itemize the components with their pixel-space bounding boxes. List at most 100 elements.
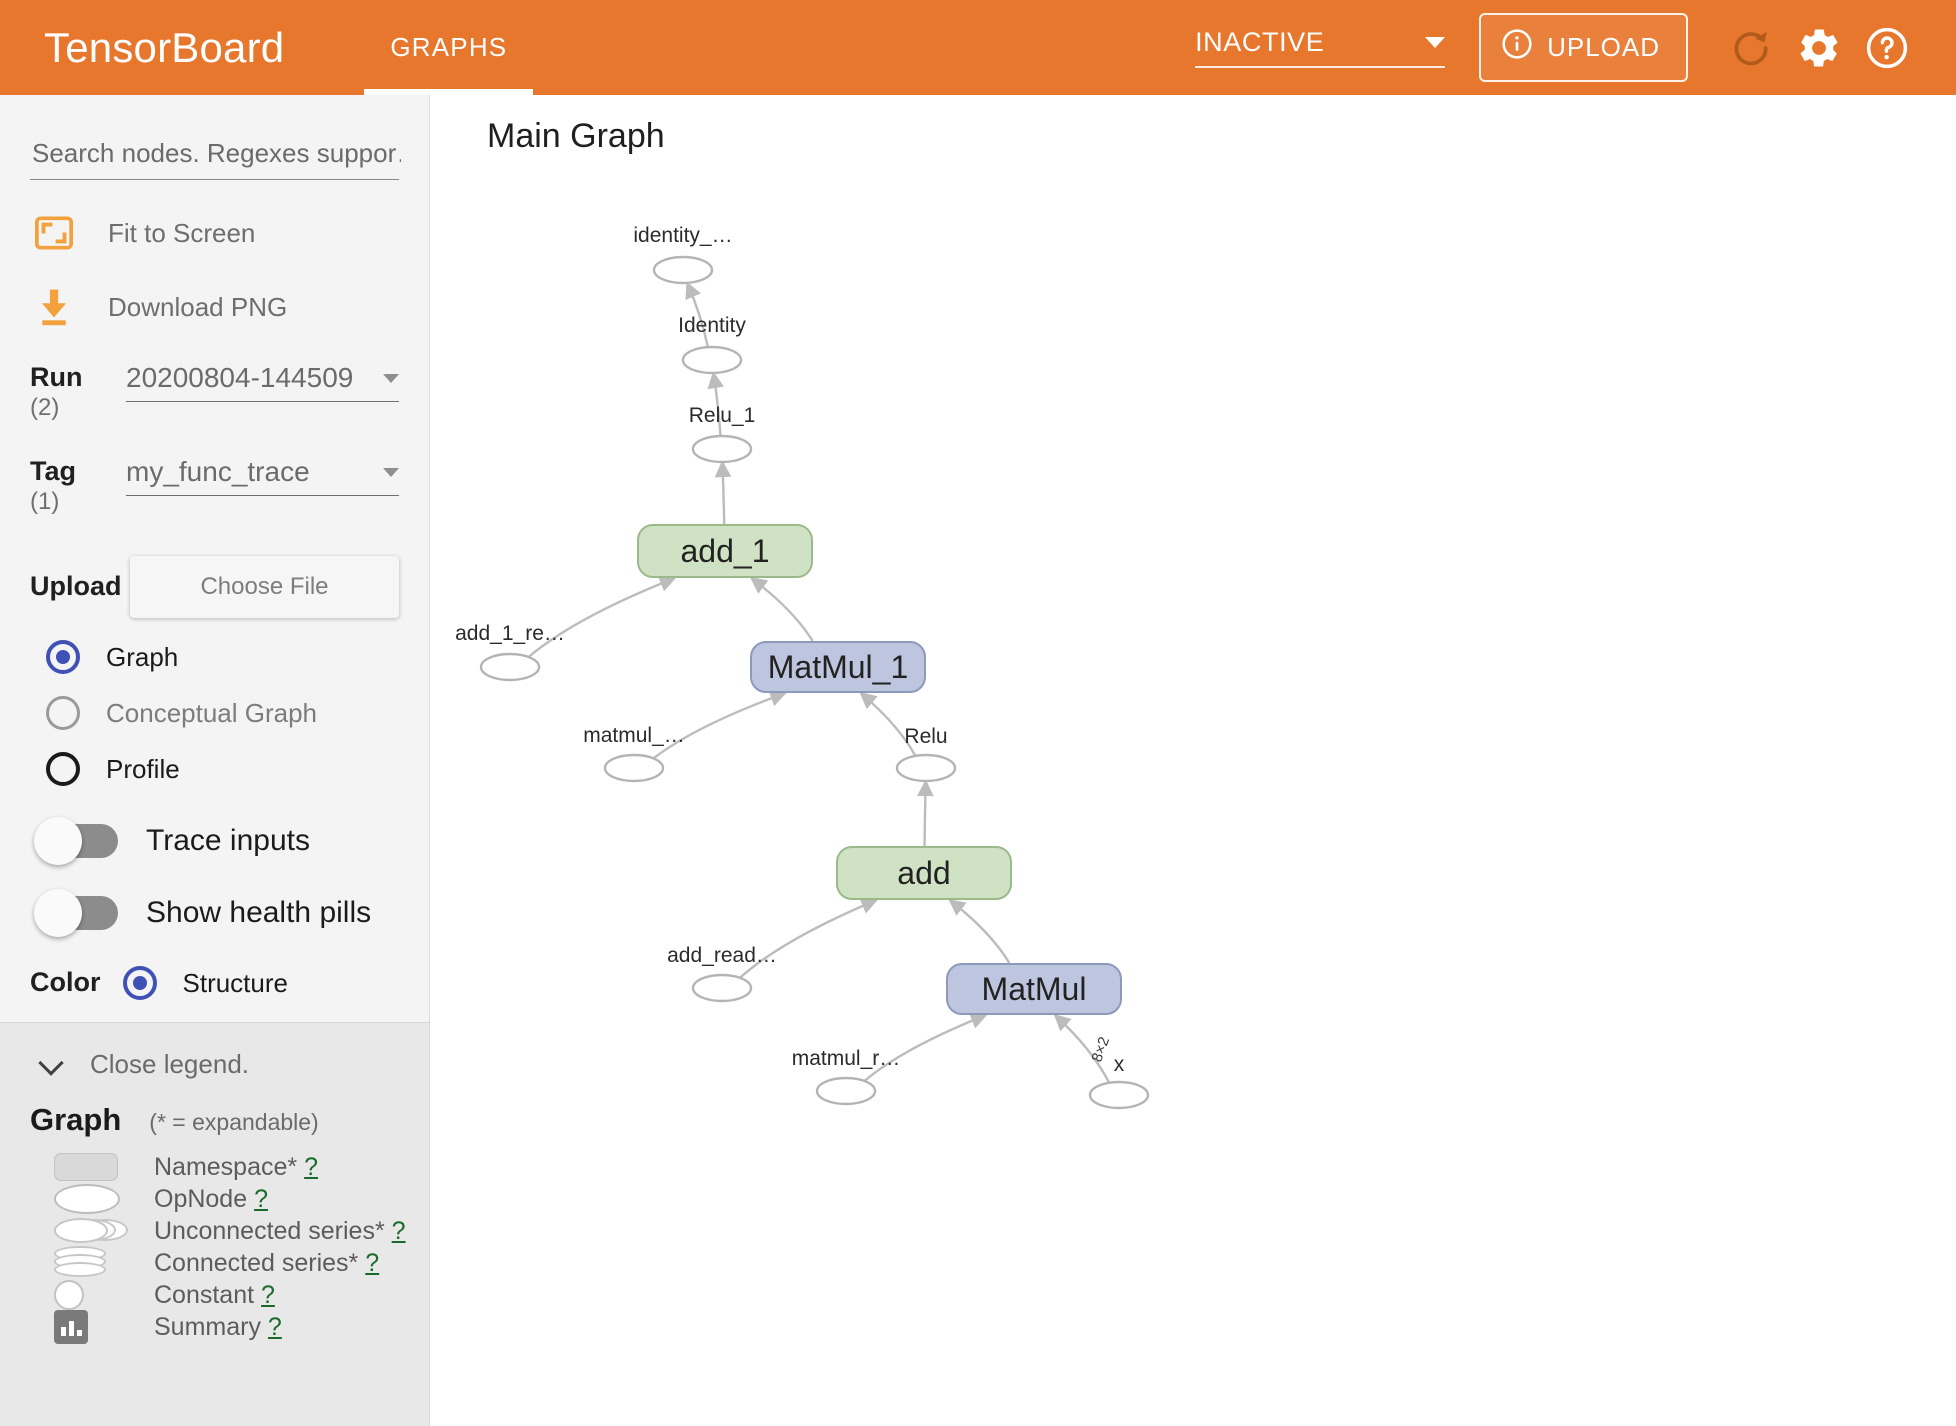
graph-node-label-Relu_1: Relu_1 bbox=[688, 404, 756, 427]
radio-graph[interactable] bbox=[46, 640, 80, 675]
legend-label-summary: Summary ? bbox=[154, 1313, 282, 1342]
app-header: TensorBoard GRAPHS INACTIVE UPLOAD bbox=[0, 0, 1956, 95]
download-png-label: Download PNG bbox=[108, 291, 288, 322]
graph-node-add_read[interactable] bbox=[691, 973, 753, 1003]
toggle-knob bbox=[34, 817, 82, 866]
help-link-opnode[interactable]: ? bbox=[254, 1184, 268, 1213]
color-structure-label: Structure bbox=[182, 967, 289, 998]
tag-value: my_func_trace bbox=[126, 456, 310, 488]
graph-node-label-identity_out: identity_… bbox=[633, 224, 733, 247]
run-status-dropdown[interactable]: INACTIVE bbox=[1195, 27, 1446, 68]
help-link-namespace[interactable]: ? bbox=[304, 1152, 318, 1181]
graph-edge-add_1-to-Relu_1 bbox=[714, 460, 732, 525]
source-option-conceptual-graph[interactable]: Conceptual Graph bbox=[30, 696, 399, 731]
source-option-conceptual-graph-label: Conceptual Graph bbox=[106, 697, 318, 728]
show-health-pills-toggle[interactable]: Show health pills bbox=[30, 889, 399, 938]
graph-node-add_1[interactable]: add_1 bbox=[637, 524, 813, 578]
search-input[interactable] bbox=[30, 137, 403, 170]
chevron-down-icon bbox=[383, 373, 399, 383]
graph-node-Relu_1[interactable] bbox=[691, 434, 753, 464]
graph-node-x[interactable] bbox=[1088, 1080, 1150, 1110]
help-icon bbox=[1864, 25, 1910, 71]
legend-title: Graph bbox=[30, 1102, 122, 1138]
graph-edge-Identity-to-identity_out bbox=[685, 281, 710, 348]
source-option-profile[interactable]: Profile bbox=[30, 752, 399, 787]
help-link-summary[interactable]: ? bbox=[267, 1312, 282, 1341]
graph-node-label: add bbox=[897, 854, 951, 891]
tag-count: (1) bbox=[30, 488, 60, 516]
run-value: 20200804-144509 bbox=[126, 362, 354, 393]
tag-label-text: Tag bbox=[30, 456, 76, 487]
upload-row: Upload Choose File bbox=[30, 556, 399, 619]
graph-edges bbox=[479, 255, 1150, 1110]
source-option-graph[interactable]: Graph bbox=[30, 640, 399, 675]
radio-conceptual-graph[interactable] bbox=[46, 696, 80, 731]
radio-profile[interactable] bbox=[46, 752, 80, 787]
toggle-switch-health-pills[interactable] bbox=[34, 889, 118, 938]
help-link-unconnected-series[interactable]: ? bbox=[391, 1216, 406, 1245]
choose-file-button[interactable]: Choose File bbox=[130, 556, 399, 619]
graph-node-label-matmul_r: matmul_r… bbox=[791, 1047, 901, 1070]
tab-graphs[interactable]: GRAPHS bbox=[364, 0, 534, 95]
graph-node-label-matmul_read: matmul_… bbox=[583, 724, 685, 747]
run-dropdown[interactable]: 20200804-144509 bbox=[126, 362, 399, 402]
summary-swatch-icon bbox=[30, 1310, 130, 1345]
legend-item-opnode: OpNode ? bbox=[30, 1184, 399, 1215]
graph-edge-Relu_1-to-Identity bbox=[707, 371, 725, 437]
chevron-down-icon bbox=[383, 467, 399, 477]
show-health-pills-label: Show health pills bbox=[146, 896, 372, 930]
namespace-swatch-icon bbox=[30, 1153, 130, 1182]
trace-inputs-label: Trace inputs bbox=[146, 824, 310, 858]
upload-button[interactable]: UPLOAD bbox=[1479, 13, 1688, 82]
run-label-text: Run bbox=[30, 362, 83, 392]
sidebar-controls: Fit to Screen Download PNG Run (2) 20200… bbox=[0, 137, 429, 1022]
fit-to-screen-button[interactable]: Fit to Screen bbox=[30, 212, 399, 254]
legend-text-connected-series: Connected series* bbox=[154, 1248, 359, 1277]
sidebar-divider bbox=[0, 1022, 429, 1024]
toggle-switch-trace-inputs[interactable] bbox=[34, 817, 118, 866]
graph-node-Relu[interactable] bbox=[895, 753, 957, 783]
search-field[interactable] bbox=[30, 137, 403, 180]
legend-text-namespace: Namespace* bbox=[154, 1152, 298, 1181]
graph-node-identity_out[interactable] bbox=[652, 255, 714, 285]
toggle-knob bbox=[34, 889, 82, 938]
help-link-connected-series[interactable]: ? bbox=[365, 1248, 380, 1277]
help-button[interactable] bbox=[1856, 17, 1918, 79]
help-link-constant[interactable]: ? bbox=[261, 1280, 275, 1309]
graph-node-MatMul_1[interactable]: MatMul_1 bbox=[750, 641, 926, 693]
tag-selector-row: Tag (1) my_func_trace bbox=[30, 456, 399, 516]
settings-button[interactable] bbox=[1788, 17, 1850, 79]
graph-node-Identity[interactable] bbox=[681, 345, 743, 375]
reload-icon bbox=[1729, 26, 1773, 70]
graph-node-matmul_read[interactable] bbox=[603, 753, 665, 783]
color-label: Color bbox=[30, 967, 101, 998]
trace-inputs-toggle[interactable]: Trace inputs bbox=[30, 817, 399, 866]
graph-edge-x-to-MatMul bbox=[1053, 1013, 1111, 1084]
chevron-down-icon bbox=[1425, 37, 1446, 48]
graph-edge-add_1_read-to-add_1 bbox=[527, 575, 677, 658]
run-selector-row: Run (2) 20200804-144509 bbox=[30, 362, 399, 422]
graph-edge-add_read-to-add bbox=[739, 898, 879, 979]
radio-color-structure[interactable] bbox=[122, 966, 157, 1001]
legend-label-namespace: Namespace* ? bbox=[154, 1153, 318, 1182]
legend-text-constant: Constant bbox=[154, 1280, 255, 1309]
run-label: Run (2) bbox=[30, 362, 122, 422]
reload-button[interactable] bbox=[1720, 17, 1782, 79]
upload-label: Upload bbox=[30, 571, 122, 602]
fit-to-screen-label: Fit to Screen bbox=[108, 217, 256, 248]
legend-text-opnode: OpNode bbox=[154, 1184, 248, 1213]
graph-node-MatMul[interactable]: MatMul bbox=[946, 963, 1122, 1015]
close-legend-button[interactable]: Close legend. bbox=[30, 1049, 399, 1080]
download-png-button[interactable]: Download PNG bbox=[30, 286, 399, 328]
graph-node-add_1_read[interactable] bbox=[479, 652, 541, 682]
unconnected-series-swatch-icon bbox=[30, 1217, 130, 1245]
legend-subtitle: (* = expandable) bbox=[149, 1109, 319, 1136]
graph-edge-MatMul_1-to-add_1 bbox=[749, 576, 814, 642]
graph-node-label: MatMul_1 bbox=[767, 648, 909, 685]
graph-node-add[interactable]: add bbox=[836, 846, 1012, 900]
tag-dropdown[interactable]: my_func_trace bbox=[126, 456, 399, 497]
gear-icon bbox=[1796, 25, 1842, 71]
legend-label-opnode: OpNode ? bbox=[154, 1185, 268, 1214]
graph-node-matmul_r[interactable] bbox=[815, 1076, 877, 1106]
